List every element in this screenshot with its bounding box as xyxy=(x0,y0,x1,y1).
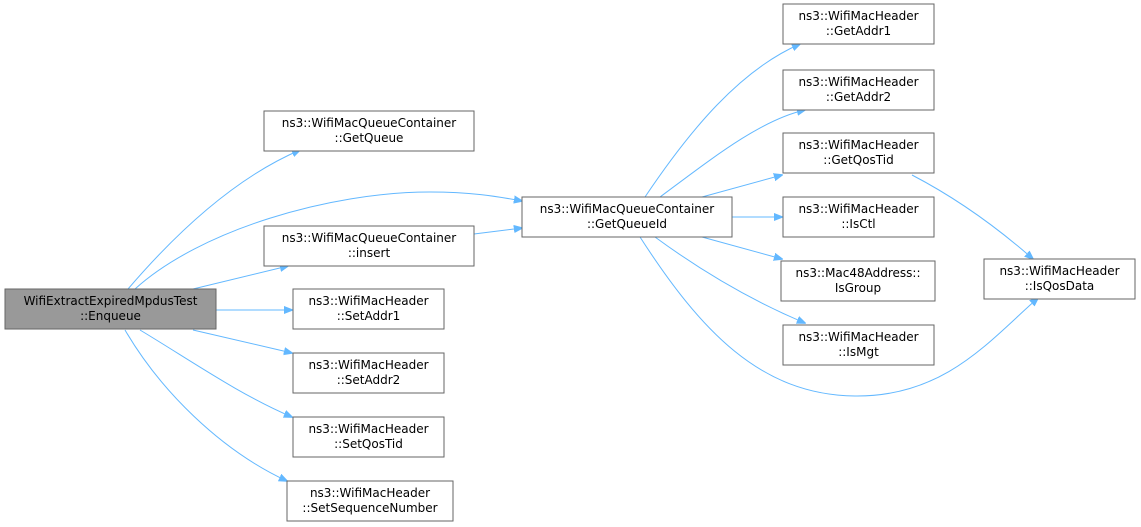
edge-enqueue-to-getqueueid xyxy=(134,191,522,290)
edge-getqostid-to-isqosdata xyxy=(911,174,1033,259)
edge-getqueueid-to-ismgt xyxy=(654,236,805,323)
node-isgroup-line2: IsGroup xyxy=(835,281,881,295)
node-setaddr1-line2: ::SetAddr1 xyxy=(337,309,401,323)
node-getqueue-line2: ::GetQueue xyxy=(335,131,404,145)
edge-enqueue-to-setqostid xyxy=(139,329,292,417)
node-getqueueid-line2: ::GetQueueId xyxy=(587,217,667,231)
node-getqueueid-line1: ns3::WifiMacQueueContainer xyxy=(540,202,715,216)
node-getqostid[interactable]: ns3::WifiMacHeader ::GetQosTid xyxy=(782,132,935,174)
edge-enqueue-to-setsequencenumber xyxy=(124,329,287,481)
edges xyxy=(124,44,1038,481)
edge-enqueue-to-setaddr2 xyxy=(192,329,292,353)
node-root[interactable]: WifiExtractExpiredMpdusTest ::Enqueue xyxy=(4,288,217,330)
node-isqosdata-line2: ::IsQosData xyxy=(1025,279,1095,293)
node-getaddr1[interactable]: ns3::WifiMacHeader ::GetAddr1 xyxy=(782,3,935,45)
node-isctl[interactable]: ns3::WifiMacHeader ::IsCtl xyxy=(782,196,935,238)
node-ismgt-line1: ns3::WifiMacHeader xyxy=(798,330,918,344)
node-root-line2: ::Enqueue xyxy=(80,309,141,323)
node-setsequencenumber[interactable]: ns3::WifiMacHeader ::SetSequenceNumber xyxy=(286,480,454,522)
node-getaddr1-line1: ns3::WifiMacHeader xyxy=(798,9,918,23)
edge-getqueueid-to-isgroup xyxy=(701,236,782,259)
node-root-line1: WifiExtractExpiredMpdusTest xyxy=(24,294,198,308)
node-setaddr1[interactable]: ns3::WifiMacHeader ::SetAddr1 xyxy=(292,288,445,330)
node-getaddr2-line1: ns3::WifiMacHeader xyxy=(798,75,918,89)
node-ismgt-line2: ::IsMgt xyxy=(838,345,879,359)
node-setsequencenumber-line1: ns3::WifiMacHeader xyxy=(310,486,430,500)
node-getaddr2[interactable]: ns3::WifiMacHeader ::GetAddr2 xyxy=(782,69,935,111)
node-insert-line1: ns3::WifiMacQueueContainer xyxy=(282,231,457,245)
node-setaddr2-line2: ::SetAddr2 xyxy=(337,373,401,387)
edge-getqueueid-to-isqosdata xyxy=(639,236,1038,397)
node-isqosdata[interactable]: ns3::WifiMacHeader ::IsQosData xyxy=(983,258,1136,300)
node-isqosdata-line1: ns3::WifiMacHeader xyxy=(999,264,1119,278)
node-getaddr1-line2: ::GetAddr1 xyxy=(826,24,891,38)
node-isctl-line2: ::IsCtl xyxy=(841,217,875,231)
node-getqueue-line1: ns3::WifiMacQueueContainer xyxy=(282,116,457,130)
node-insert[interactable]: ns3::WifiMacQueueContainer ::insert xyxy=(263,225,475,267)
node-setaddr2[interactable]: ns3::WifiMacHeader ::SetAddr2 xyxy=(292,352,445,394)
edge-getqueueid-to-getqostid xyxy=(701,175,782,198)
node-getqueue[interactable]: ns3::WifiMacQueueContainer ::GetQueue xyxy=(263,110,475,152)
node-setqostid-line2: ::SetQosTid xyxy=(334,437,403,451)
node-setqostid[interactable]: ns3::WifiMacHeader ::SetQosTid xyxy=(292,416,445,458)
node-isctl-line1: ns3::WifiMacHeader xyxy=(798,202,918,216)
edge-enqueue-to-insert xyxy=(192,266,288,290)
node-isgroup-line1: ns3::Mac48Address:: xyxy=(795,266,920,280)
node-setaddr2-line1: ns3::WifiMacHeader xyxy=(308,358,428,372)
node-setsequencenumber-line2: ::SetSequenceNumber xyxy=(302,501,437,515)
edge-getqueueid-to-getaddr1 xyxy=(644,44,800,198)
edge-insert-to-getqueueid xyxy=(473,228,522,235)
node-ismgt[interactable]: ns3::WifiMacHeader ::IsMgt xyxy=(782,324,935,366)
node-getqostid-line1: ns3::WifiMacHeader xyxy=(798,138,918,152)
edge-enqueue-to-getqueue xyxy=(127,150,300,290)
node-insert-line2: ::insert xyxy=(348,246,391,260)
node-setqostid-line1: ns3::WifiMacHeader xyxy=(308,422,428,436)
node-getaddr2-line2: ::GetAddr2 xyxy=(826,90,891,104)
edge-getqueueid-to-getaddr2 xyxy=(659,110,805,198)
node-getqostid-line2: ::GetQosTid xyxy=(823,153,893,167)
node-setaddr1-line1: ns3::WifiMacHeader xyxy=(308,294,428,308)
node-isgroup[interactable]: ns3::Mac48Address:: IsGroup xyxy=(780,260,936,302)
node-getqueueid[interactable]: ns3::WifiMacQueueContainer ::GetQueueId xyxy=(521,196,733,238)
